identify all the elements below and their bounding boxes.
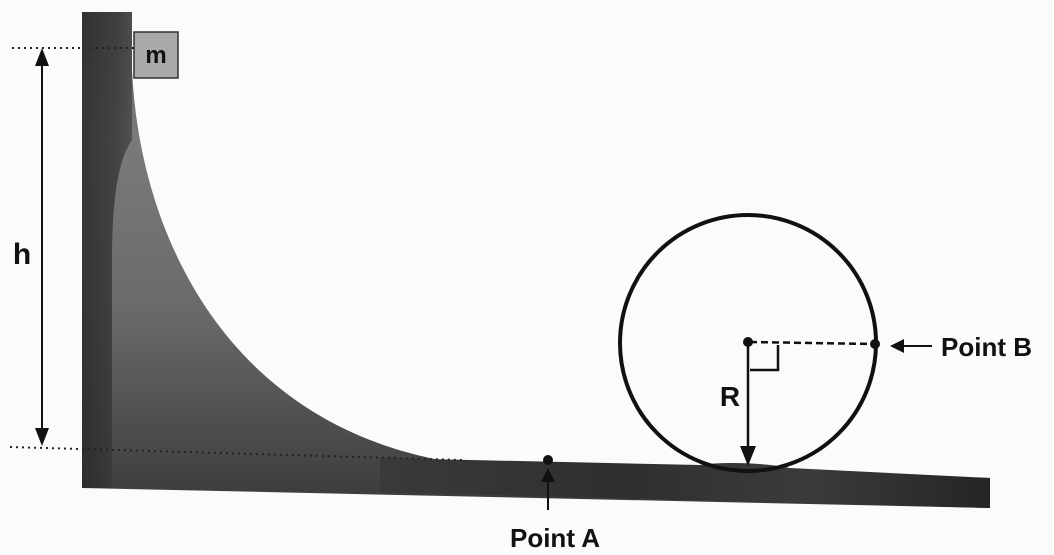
ramp-wall bbox=[82, 12, 132, 488]
point-b-pointer bbox=[890, 339, 932, 353]
mass-block bbox=[133, 31, 179, 79]
ground-track bbox=[380, 458, 990, 508]
point-b-label: Point B bbox=[941, 332, 1032, 362]
ramp-body bbox=[82, 12, 990, 508]
point-a-label: Point A bbox=[510, 523, 600, 553]
point-b-dot-icon bbox=[870, 339, 880, 349]
arrow-up-icon bbox=[35, 48, 49, 66]
loop-center-dot-icon bbox=[743, 337, 753, 347]
horizontal-radius-line bbox=[749, 340, 873, 346]
mass-label: m bbox=[145, 42, 166, 69]
arrow-left-icon bbox=[890, 339, 904, 353]
right-angle-marker-icon bbox=[750, 345, 780, 372]
height-arrow bbox=[35, 48, 49, 446]
radius-label: R bbox=[720, 381, 740, 412]
radius-arrow bbox=[740, 345, 756, 466]
arrow-down-icon bbox=[35, 428, 49, 446]
point-a-dot-icon bbox=[543, 455, 553, 465]
point-a-pointer bbox=[541, 468, 555, 510]
arrow-down-icon bbox=[740, 446, 756, 466]
height-label: h bbox=[13, 238, 31, 271]
arrow-up-icon bbox=[541, 468, 555, 482]
